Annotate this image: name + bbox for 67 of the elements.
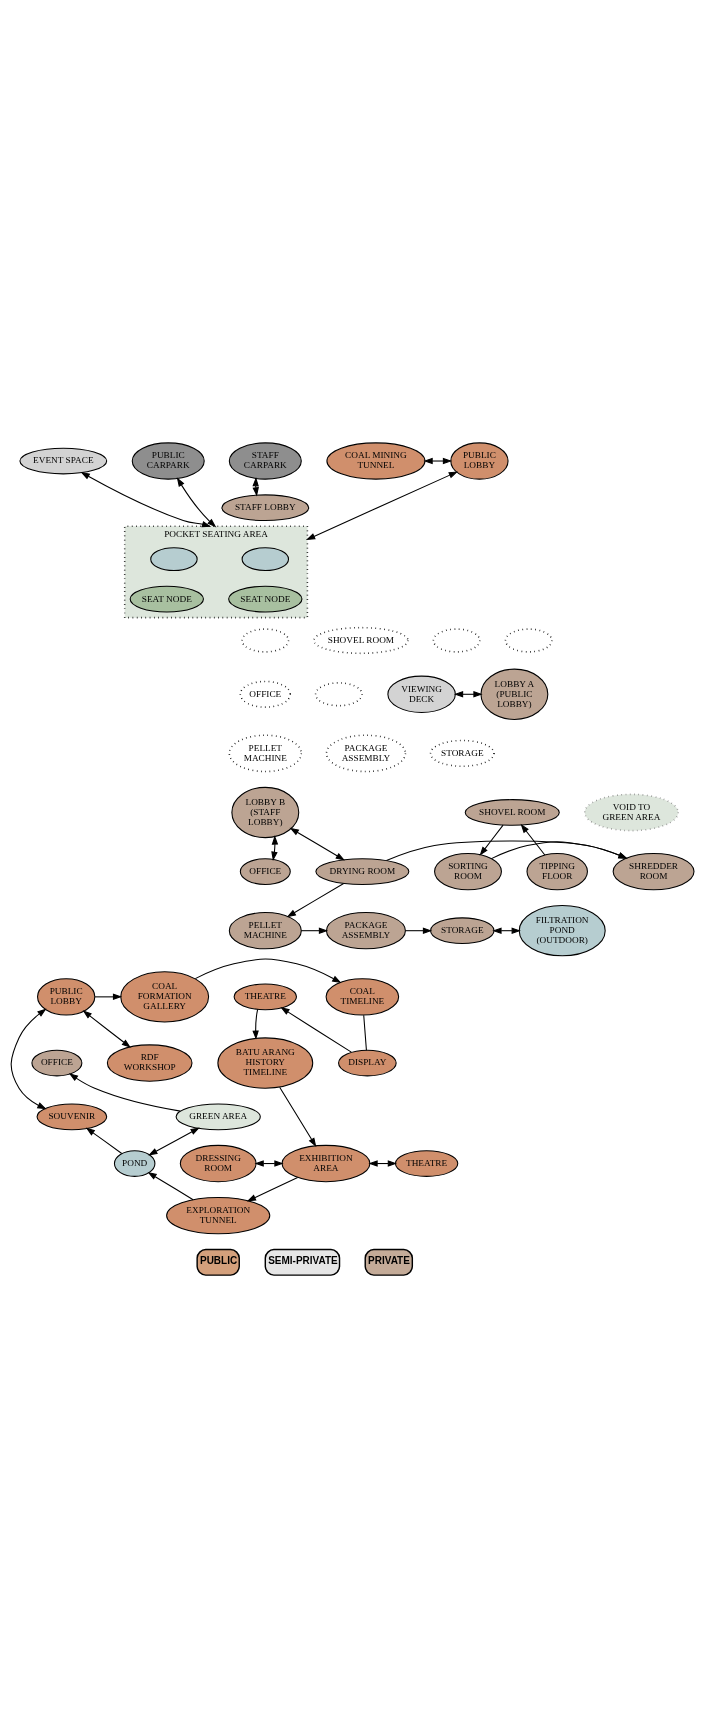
node-ellipse: SORTING ROOM [434, 852, 502, 890]
node-ellipse: PACKAGE ASSEMBLY [325, 733, 407, 772]
node-ellipse: THEATRE [394, 1149, 459, 1177]
node-ellipse: FILTRATION POND (OUTDOOR) [518, 904, 606, 956]
node-ellipse [241, 627, 290, 653]
node-ellipse: OFFICE [239, 680, 292, 708]
legend-label: PRIVATE [368, 1254, 410, 1266]
node-ellipse: COAL MINING TUNNEL [326, 441, 426, 480]
arrow [305, 470, 458, 540]
arrow [10, 1008, 47, 1109]
node-ellipse: STAFF CARPARK [228, 441, 302, 480]
connector [363, 1014, 367, 1051]
arrow [385, 840, 628, 861]
arrow [82, 1009, 131, 1048]
node-ellipse: SEAT NODE [228, 585, 303, 612]
arrow [479, 824, 504, 856]
arrow [252, 1008, 259, 1040]
node-ellipse [314, 681, 363, 706]
node-ellipse [504, 627, 553, 653]
node-ellipse: STORAGE [429, 739, 495, 767]
node-ellipse: TIPPING FLOOR [526, 852, 588, 890]
node-ellipse: STAFF LOBBY [221, 493, 310, 521]
node-ellipse [432, 627, 481, 653]
arrow [280, 1006, 352, 1053]
node-ellipse: COAL FORMATION GALLERY [120, 970, 210, 1023]
arrow [490, 840, 628, 859]
arrow [68, 1072, 181, 1112]
node-ellipse: THEATRE [233, 983, 297, 1010]
node-ellipse: PELLET MACHINE [228, 733, 303, 772]
node-ellipse: PUBLIC CARPARK [131, 441, 205, 480]
arrow [300, 926, 329, 934]
arrow [286, 882, 345, 917]
node-ellipse: RDF WORKSHOP [106, 1043, 193, 1082]
legend-label: SEMI-PRIVATE [268, 1254, 338, 1266]
arrow [176, 476, 217, 527]
arrow [148, 1127, 200, 1155]
node-ellipse: OFFICE [31, 1049, 83, 1076]
arrow [94, 993, 123, 1000]
node-ellipse: SHOVEL ROOM [313, 626, 409, 654]
arrow [80, 471, 212, 527]
node-ellipse: SHOVEL ROOM [464, 798, 560, 826]
node-ellipse: GREEN AREA [175, 1102, 261, 1130]
node-ellipse: DRESSING ROOM [179, 1144, 257, 1182]
node-ellipse: STORAGE [430, 916, 495, 944]
node-ellipse: VOID TO GREEN AREA [583, 793, 679, 831]
arrow [404, 926, 433, 934]
node-ellipse: PACKAGE ASSEMBLY [325, 911, 406, 949]
arrow [85, 1127, 123, 1154]
node-ellipse: BATU ARANG HISTORY TIMELINE [217, 1036, 314, 1089]
node-ellipse: OFFICE [239, 857, 291, 885]
arrow [246, 1176, 299, 1201]
node-ellipse [241, 546, 290, 571]
node-ellipse: DISPLAY [338, 1049, 397, 1076]
arrow [194, 958, 342, 983]
arrow [279, 1086, 317, 1147]
arrow [289, 827, 345, 861]
node-ellipse: LOBBY A (PUBLIC LOBBY) [480, 668, 549, 720]
node-ellipse: EXHIBITION AREA [281, 1144, 371, 1182]
node-ellipse [150, 546, 198, 571]
arrow [520, 823, 546, 856]
node-ellipse: VIEWING DECK [387, 675, 456, 713]
arrow [147, 1171, 194, 1200]
legend-label: PUBLIC [200, 1254, 238, 1266]
node-ellipse: DRYING ROOM [315, 857, 410, 885]
arrow [423, 457, 453, 464]
node-ellipse: SEAT NODE [129, 585, 204, 612]
node-ellipse: EVENT SPACE [19, 447, 108, 474]
